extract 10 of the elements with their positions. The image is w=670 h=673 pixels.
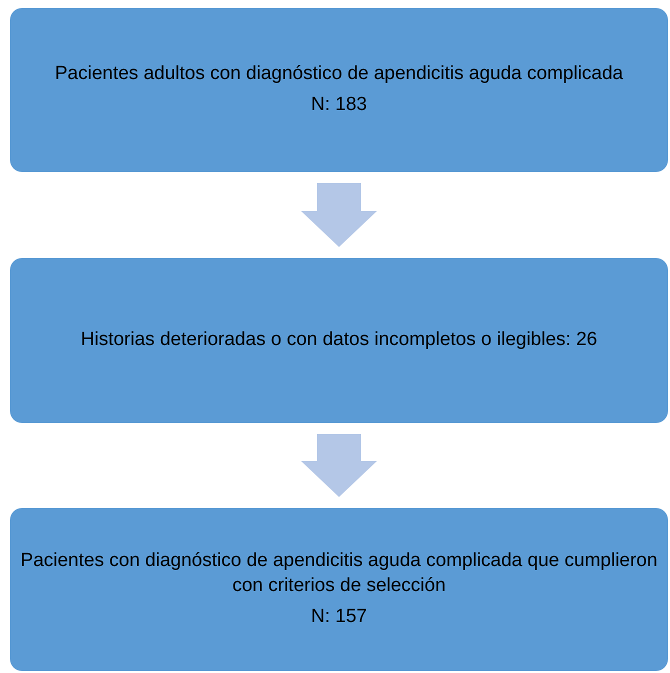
box-text: Pacientes adultos con diagnóstico de apendicitis aguda complicada [54, 62, 624, 86]
box-text: Pacientes con diagnóstico de apendicitis aguda complicada que cumplieron con criterios de selección [20, 549, 658, 598]
process-box [10, 8, 668, 172]
process-box [10, 508, 668, 671]
box-text: N: 183 [311, 93, 367, 117]
block-arrow [301, 183, 377, 247]
process-box [10, 258, 668, 423]
block-arrow [301, 434, 377, 497]
box-text: N: 157 [311, 604, 367, 629]
box-text: Historias deterioradas o con datos incompletos o ilegibles: 26 [80, 328, 598, 352]
